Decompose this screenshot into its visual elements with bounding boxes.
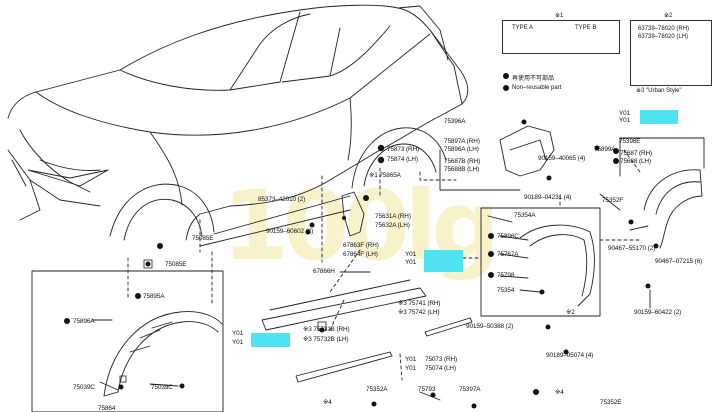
- legend-note3: ※3 "Urban Style": [636, 88, 682, 94]
- label-75767a: 75767A: [497, 251, 519, 258]
- label-y01-c: Y01: [405, 251, 417, 258]
- label-90159-40065: 90159–40065 (4): [538, 155, 586, 162]
- label-75396a: 75396A: [444, 118, 466, 125]
- label-75873: 75873 (RH): [387, 146, 420, 153]
- label-67866h: 67866H: [313, 268, 335, 275]
- label-75631a: 75631A (RH): [375, 213, 411, 220]
- legend-part-rh: 63739–78020 (RH): [638, 26, 690, 32]
- legend-nonreuse: Non–reusable part: [512, 85, 562, 91]
- legend-clip-types: [502, 20, 620, 54]
- label-75085e-2: 75085E: [165, 261, 187, 268]
- label-75865a: ※1 75865A: [369, 172, 401, 179]
- right-flare: [643, 169, 703, 249]
- label-75742: ※3 75742 (LH): [398, 309, 440, 316]
- color-highlight-y01-mid: [424, 250, 463, 272]
- label-y01-e: Y01: [232, 330, 244, 337]
- front-wheel-arch: [109, 183, 215, 237]
- door-moulding: [424, 317, 473, 337]
- label-75793: 75793: [418, 386, 436, 393]
- label-note2-mark: ※2: [566, 309, 575, 316]
- label-note4-a: ※4: [323, 399, 332, 406]
- label-75899a: 75899A: [594, 146, 616, 153]
- label-75632a: 75632A (LH): [375, 222, 410, 229]
- label-75897a: 75897A (RH): [444, 138, 480, 145]
- label-y01-d: Y01: [405, 259, 417, 266]
- label-75688: 75688 (LH): [620, 158, 651, 165]
- label-75354a: 75354A: [514, 212, 536, 219]
- label-75895a: 75895A: [143, 293, 165, 300]
- label-90159-50388: 90159–50388 (2): [466, 323, 514, 330]
- label-75352a: 75352A: [366, 386, 388, 393]
- label-90467-07215: 90467–07215 (6): [655, 258, 703, 265]
- car-outline: [7, 4, 469, 241]
- label-75741: ※3 75741 (RH): [398, 300, 441, 307]
- legend-urban-style: [630, 20, 712, 86]
- label-75687b: 75687B (RH): [444, 158, 481, 165]
- legend-note2: ※2: [664, 13, 673, 19]
- rear-flare-box: [480, 207, 601, 317]
- label-90189-04231: 90189–04231 (4): [524, 194, 572, 201]
- label-75352e: 75352E: [600, 399, 622, 406]
- label-90467-55170: 90467–55170 (2): [608, 245, 656, 252]
- label-75039c-1: 75039C: [73, 384, 95, 391]
- label-75687: 75687 (RH): [620, 150, 653, 157]
- rear-mudguard: [499, 125, 555, 177]
- label-75732b: ※3 75732B (LH): [303, 336, 349, 343]
- label-75896c: 75896C: [497, 233, 519, 240]
- color-highlight-y01-rear: [640, 110, 678, 124]
- label-y01-f: Y01: [232, 339, 244, 346]
- rocker-moulding: [261, 287, 427, 331]
- label-y01-b: Y01: [619, 117, 631, 124]
- label-75354: 75354: [497, 287, 515, 294]
- label-75074: 75074 (LH): [425, 365, 456, 372]
- label-75039c-2: 75039C: [151, 384, 173, 391]
- label-75085e-1: 75085E: [192, 235, 214, 242]
- label-67863f: 67863F (RH): [343, 242, 379, 249]
- label-75352f: 75352F: [602, 197, 624, 204]
- label-75073: 75073 (RH): [425, 356, 458, 363]
- legend-part-lh: 63739–78020 (LH): [638, 34, 689, 40]
- rear-wheel-arch: [351, 127, 447, 189]
- label-note4-b: ※4: [555, 389, 564, 396]
- label-90159-60422: 90159–60422 (2): [634, 309, 682, 316]
- label-75896a: 75896A (LH): [444, 146, 479, 153]
- label-90189-05074: 90189–05074 (4): [546, 352, 594, 359]
- legend-type-b: TYPE B: [575, 25, 597, 31]
- label-75798: 75798: [497, 272, 515, 279]
- front-flare-box: [31, 270, 224, 412]
- label-y01-g: Y01: [405, 356, 417, 363]
- label-75864: 75864: [98, 405, 116, 412]
- color-highlight-y01-front: [251, 333, 290, 347]
- label-y01-a: Y01: [619, 110, 631, 117]
- label-75397a: 75397A: [459, 386, 481, 393]
- label-67864f: 67864F (LH): [343, 251, 378, 258]
- label-75896a-front: 75896A: [73, 318, 95, 325]
- legend-reuse-jp: 再使用不可部品: [512, 76, 555, 82]
- label-75874: 75874 (LH): [387, 156, 418, 163]
- label-75731b: ※3 75731B (RH): [303, 326, 350, 333]
- label-90159-60602: 90159–60602 (2): [266, 228, 314, 235]
- label-75688b: 75688B (LH): [444, 166, 480, 173]
- lower-moulding: [295, 351, 393, 383]
- label-y01-h: Y01: [405, 365, 417, 372]
- label-75398e: 75398E: [619, 138, 641, 145]
- legend-type-a: TYPE A: [512, 25, 534, 31]
- label-85373: 85373–42010 (2): [258, 196, 306, 203]
- bracket: [341, 191, 365, 237]
- legend-note1: ※1: [555, 13, 564, 19]
